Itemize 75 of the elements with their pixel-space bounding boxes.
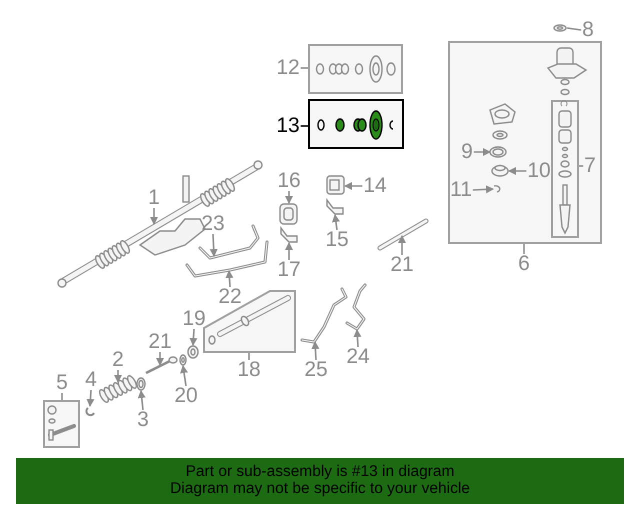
leader-line xyxy=(566,27,582,31)
callout-number: 7 xyxy=(583,156,597,176)
callout-number: 12 xyxy=(275,58,301,78)
leader-arrow xyxy=(189,328,198,346)
leader-line xyxy=(300,67,308,69)
pipe-drawing xyxy=(185,240,269,278)
washer-drawing xyxy=(187,345,199,359)
leader-line xyxy=(300,125,308,127)
bushing-drawing xyxy=(491,165,509,177)
bracket-drawing xyxy=(326,199,344,215)
leader-arrow xyxy=(311,341,320,360)
leader-arrow xyxy=(285,191,293,204)
notice-banner xyxy=(16,458,624,504)
leader-arrow xyxy=(474,148,491,156)
bushing-drawing xyxy=(279,203,298,225)
leader-line xyxy=(579,165,584,167)
boot-drawing xyxy=(98,372,138,404)
callout-number: 11 xyxy=(449,180,473,200)
leader-arrow xyxy=(353,329,362,348)
leader-arrow xyxy=(225,270,234,288)
leader-arrow xyxy=(332,214,340,230)
callout-number: 21 xyxy=(147,332,173,352)
snap-ring-drawing xyxy=(493,184,502,194)
ring-drawing xyxy=(136,377,146,391)
leader-arrow xyxy=(398,235,406,255)
clip-drawing xyxy=(85,405,96,418)
leader-arrow xyxy=(86,390,94,407)
parts-group-box xyxy=(448,41,602,244)
notice-text: Part or sub-assembly is #13 in diagram xyxy=(184,463,456,480)
inner-tie-rod-drawing xyxy=(144,356,178,375)
leader-line xyxy=(523,244,525,254)
callout-number: 3 xyxy=(136,410,150,430)
callout-number: 20 xyxy=(173,386,199,406)
leader-arrow xyxy=(285,242,293,260)
callout-number: 13 xyxy=(275,116,301,136)
leader-arrow xyxy=(150,208,158,225)
leader-arrow xyxy=(210,234,218,257)
callout-number: 19 xyxy=(181,309,207,329)
parts-panel xyxy=(203,290,296,353)
callout-number: 15 xyxy=(324,230,350,250)
tie-rod-drawing xyxy=(377,218,429,251)
leader-line xyxy=(61,393,63,400)
washer-drawing xyxy=(179,354,187,366)
callout-number: 2 xyxy=(111,350,125,370)
callout-number: 22 xyxy=(217,287,243,307)
steering-rack-drawing xyxy=(56,159,263,289)
bushing-drawing xyxy=(326,175,345,195)
callout-number: 24 xyxy=(345,347,371,367)
callout-number: 14 xyxy=(362,176,388,196)
seal-ring-drawing xyxy=(489,146,507,158)
callout-number: 17 xyxy=(276,260,302,280)
callout-number: 5 xyxy=(55,373,69,393)
leader-arrow xyxy=(508,167,526,175)
callout-number: 10 xyxy=(526,161,552,181)
leader-line xyxy=(248,353,250,360)
callout-number: 6 xyxy=(517,254,531,274)
notice-text: Diagram may not be specific to your vehicle xyxy=(169,480,471,497)
callout-number: 9 xyxy=(460,142,474,162)
leader-arrow xyxy=(180,365,188,386)
callout-number: 1 xyxy=(147,188,161,208)
leader-arrow xyxy=(156,352,164,366)
callout-number: 8 xyxy=(581,20,595,40)
callout-number: 25 xyxy=(303,360,329,380)
callout-number: 16 xyxy=(276,171,302,191)
callout-number: 4 xyxy=(84,370,98,390)
leader-arrow xyxy=(472,185,494,194)
leader-arrow xyxy=(138,390,146,410)
bracket-drawing xyxy=(280,227,298,243)
leader-arrow xyxy=(344,182,362,190)
washer-drawing xyxy=(553,24,567,32)
callout-number: 21 xyxy=(389,255,415,275)
callout-number: 18 xyxy=(236,360,262,380)
callout-number: 23 xyxy=(200,214,226,234)
leader-arrow xyxy=(114,370,122,383)
pipe-drawing xyxy=(345,283,367,331)
